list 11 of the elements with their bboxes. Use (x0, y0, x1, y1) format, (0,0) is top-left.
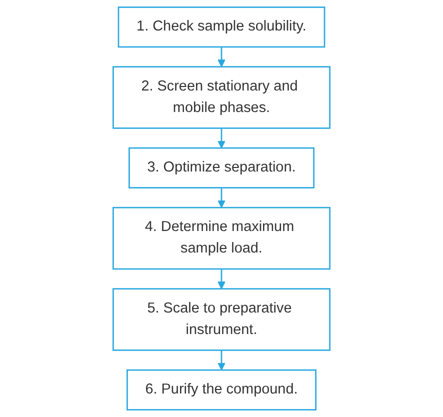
node-box: 6. Purify the compound. (126, 369, 316, 410)
arrow (218, 188, 226, 208)
node-box: 5. Scale to preparative instrument. (112, 288, 330, 351)
arrow (218, 128, 226, 148)
arrow (218, 350, 226, 370)
arrow (218, 46, 226, 68)
node-box: 4. Determine maximum sample load. (112, 206, 330, 270)
node-box: 3. Optimize separation. (128, 147, 314, 188)
node-box: 2. Screen stationary and mobile phases. (112, 66, 330, 129)
node-box: 1. Check sample solubility. (118, 6, 326, 48)
arrow (218, 268, 226, 290)
